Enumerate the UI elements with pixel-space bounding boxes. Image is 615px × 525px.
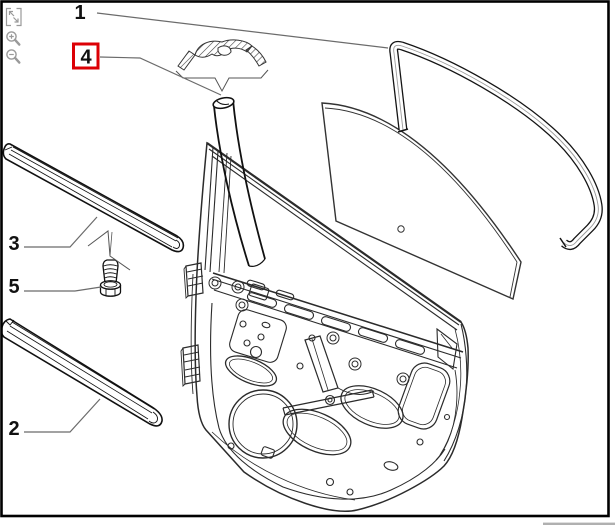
scrollbar-fragment[interactable] [543,522,615,525]
zoom-out-icon[interactable] [6,49,21,64]
viewer-controls [5,7,22,64]
part-4-drawing[interactable] [212,96,266,267]
leader-line-2 [24,398,101,433]
leader-line-3 [24,216,98,248]
part-1-drawing[interactable] [389,40,603,251]
callout-4[interactable]: 4 [72,42,100,70]
leader-line-5 [24,286,102,292]
part-5-drawing[interactable] [99,259,122,297]
callout-4-label: 4 [80,47,92,69]
window-glass-drawing [321,102,522,300]
diagram-frame-border [0,0,610,518]
part-3-drawing[interactable] [2,143,185,253]
callout-3[interactable]: 3 [8,233,19,255]
leader-lines [24,12,389,433]
zoom-in-icon[interactable] [6,31,21,46]
fit-to-view-icon[interactable] [5,7,22,27]
part-5-position-pointer [87,230,131,271]
leader-line-1 [96,12,389,49]
part-4-cross-section-detail [177,39,267,71]
callout-5[interactable]: 5 [8,276,19,298]
callout-1[interactable]: 1 [74,2,85,24]
leader-line-4 [99,56,222,96]
callout-4-highlight-box [72,42,100,70]
callouts: 1 4 3 5 2 [8,2,100,440]
callout-2[interactable]: 2 [8,418,19,440]
part-2-drawing[interactable] [0,318,163,427]
door-panel-drawing [180,141,469,512]
